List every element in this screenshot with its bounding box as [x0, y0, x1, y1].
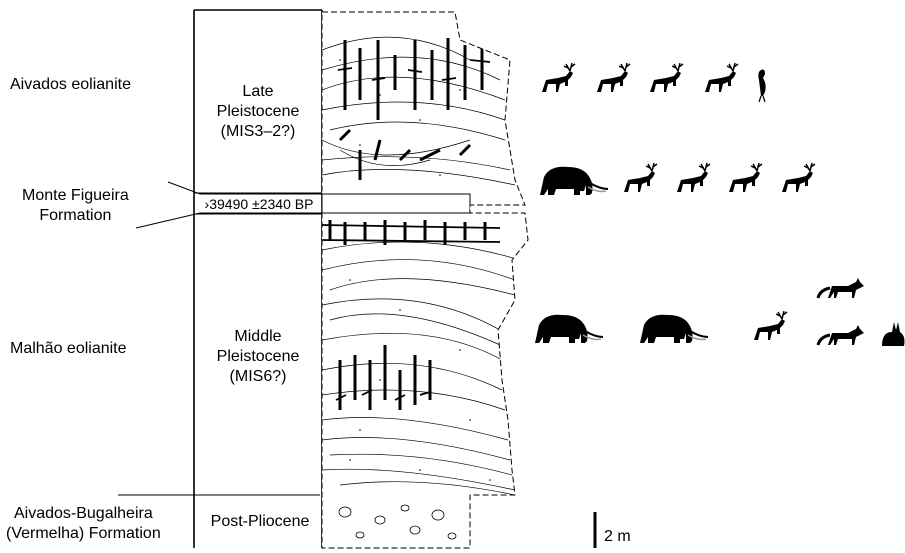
fauna-deer-icon	[677, 163, 710, 192]
fauna-elephant-icon	[540, 167, 608, 195]
lithologic-column	[322, 0, 542, 553]
fauna-middle-pleistocene	[535, 278, 905, 346]
fauna-elephant-icon	[640, 315, 708, 343]
fauna-lower-late-pleistocene	[540, 163, 815, 195]
fauna-deer-icon	[729, 163, 762, 192]
fauna-fox-icon	[818, 278, 864, 298]
fauna-deer-icon	[705, 63, 738, 92]
age-column-box	[194, 10, 322, 548]
fauna-elephant-icon	[535, 315, 603, 343]
fauna-deer-icon	[597, 63, 630, 92]
fauna-fox-icon	[818, 325, 864, 345]
formation-divider-lines	[118, 182, 322, 495]
fauna-bird-icon	[758, 70, 765, 103]
fauna-hare-icon	[882, 322, 905, 346]
fauna-deer-icon	[782, 163, 815, 192]
fauna-deer-icon	[754, 311, 787, 340]
fauna-deer-icon	[624, 163, 657, 192]
fauna-deer-icon	[650, 63, 683, 92]
fauna-deer-icon	[542, 63, 575, 92]
fauna-upper-late-pleistocene	[542, 63, 766, 102]
